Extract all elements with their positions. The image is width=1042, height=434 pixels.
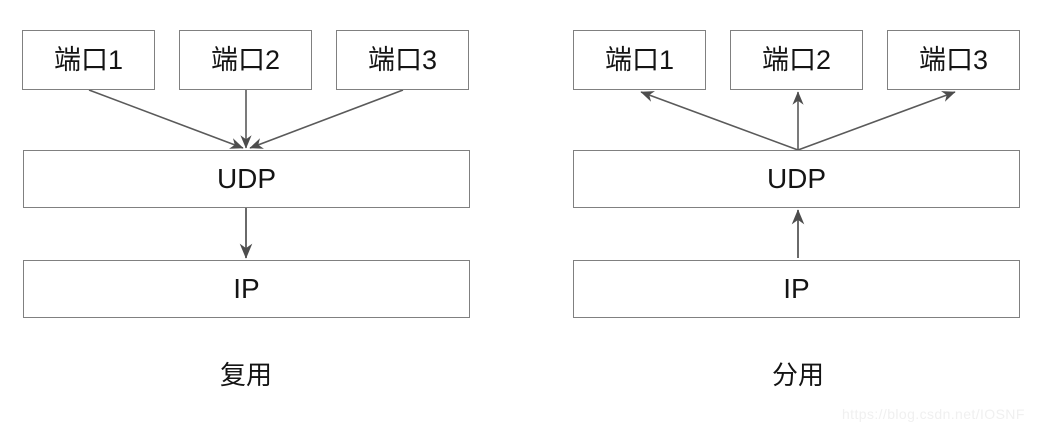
right-ip-label: IP [783,273,810,304]
left-port-box-3[interactable]: 端口3 [336,30,469,90]
right-udp-box[interactable]: UDP [573,150,1020,208]
right-udp-to-port1-arrow [640,91,799,151]
right-port-box-2[interactable]: 端口2 [730,30,863,90]
left-udp-box[interactable]: UDP [23,150,470,208]
left-port1-to-udp-arrow [88,89,244,149]
right-port-label-3: 端口3 [918,44,989,75]
left-port-box-2[interactable]: 端口2 [179,30,312,90]
right-port-box-1[interactable]: 端口1 [573,30,706,90]
right-port-label-1: 端口1 [604,44,675,75]
right-udp-label: UDP [766,163,827,194]
watermark-text: https://blog.csdn.net/IOSNF [842,406,1025,422]
left-port-box-1[interactable]: 端口1 [22,30,155,90]
right-port-box-3[interactable]: 端口3 [887,30,1020,90]
left-port-label-2: 端口2 [210,44,281,75]
right-ip-box[interactable]: IP [573,260,1020,318]
left-panel-caption: 复用 [219,360,272,390]
left-port-label-1: 端口1 [53,44,124,75]
left-ip-box[interactable]: IP [23,260,470,318]
right-port-label-2: 端口2 [761,44,832,75]
left-port-label-3: 端口3 [367,44,438,75]
right-panel-caption: 分用 [771,360,824,390]
left-ip-label: IP [233,273,260,304]
left-port3-to-udp-arrow [249,89,404,149]
right-udp-to-port3-arrow [797,91,956,151]
left-udp-label: UDP [216,163,277,194]
